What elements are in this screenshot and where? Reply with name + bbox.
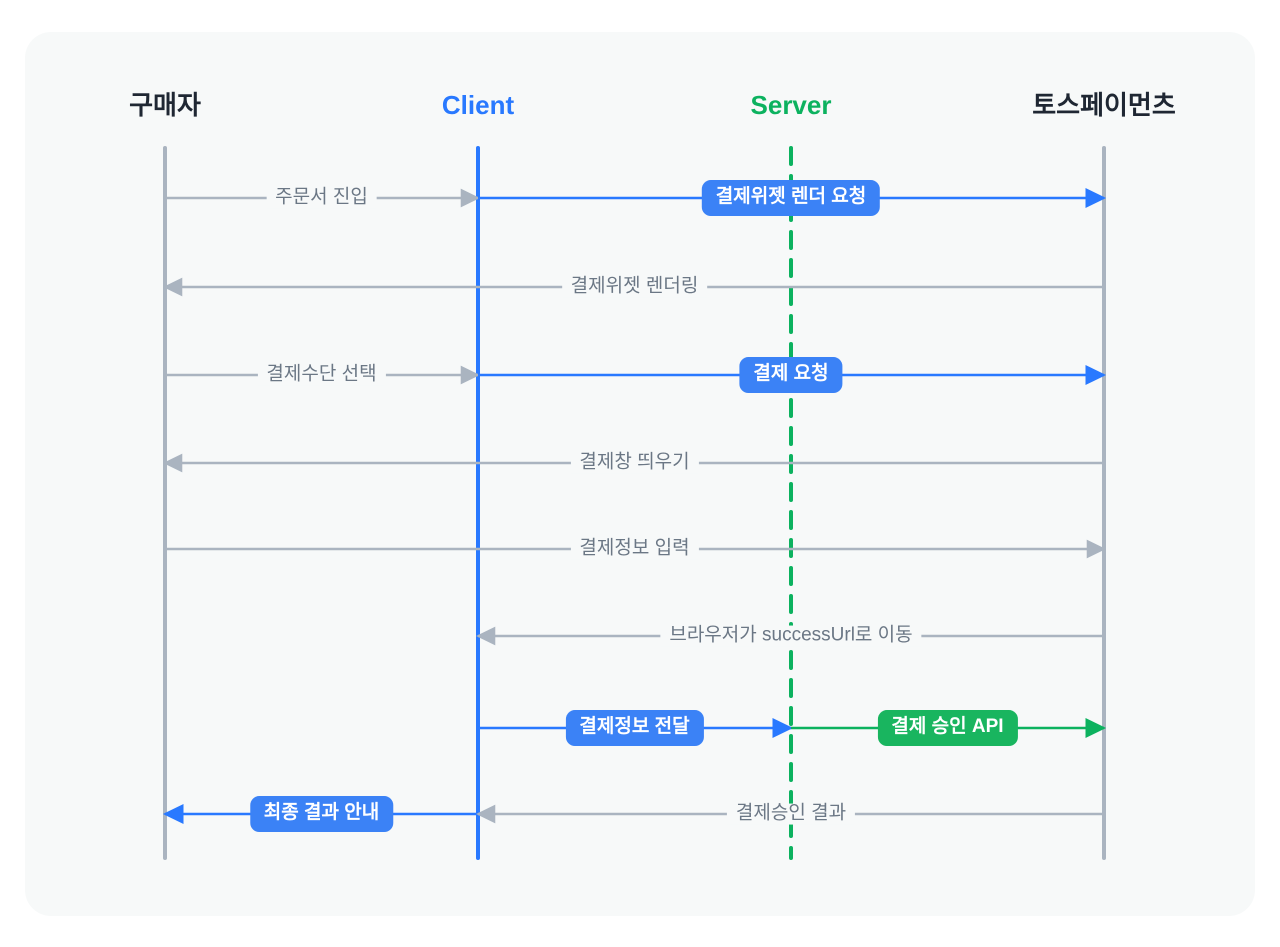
message-label-m12: 결제승인 결과 [726,803,856,825]
message-label-m8: 브라우저가 successUrl로 이동 [660,625,922,647]
message-label-m4: 결제수단 선택 [257,364,386,386]
message-label-m3: 결제위젯 렌더링 [561,276,708,298]
message-label-m1: 주문서 진입 [266,187,377,209]
message-label-m7: 결제정보 입력 [570,538,699,560]
message-label-m2: 결제위젯 렌더 요청 [701,180,881,216]
message-label-m10: 결제 승인 API [877,710,1018,746]
diagram-svg [162,146,1107,860]
message-label-m5: 결제 요청 [739,357,843,393]
actor-header-client: Client [441,90,515,120]
lifelines-group [163,146,1106,860]
actor-header-toss: 토스페이먼츠 [1032,90,1176,120]
message-label-m9: 결제정보 전달 [565,710,704,746]
actor-header-server: Server [750,90,832,120]
actor-header-buyer: 구매자 [129,90,201,120]
message-label-m11: 최종 결과 안내 [249,796,394,832]
message-label-m6: 결제창 띄우기 [570,452,699,474]
